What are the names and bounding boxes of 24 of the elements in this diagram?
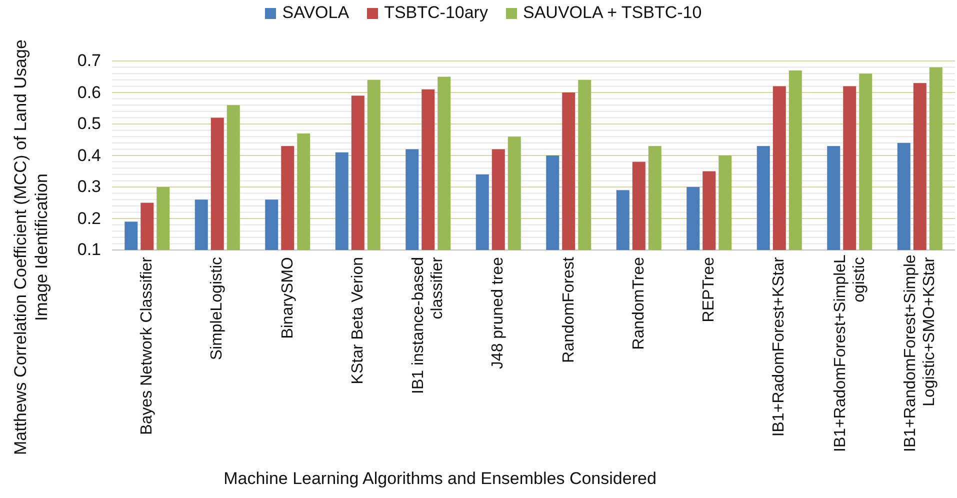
tick-label: 0.3	[77, 177, 101, 197]
tick-label: 0.7	[77, 51, 101, 71]
axis-title: Machine Learning Algorithms and Ensembles Considered	[222, 469, 658, 489]
category-label: REPTree	[700, 257, 719, 324]
tick-label: 0.4	[77, 146, 101, 166]
legend-label: TSBTC-10ary	[384, 3, 488, 23]
axis-title: Matthews Correlation Coefficient (MCC) of Land Usage Image Identification	[10, 38, 52, 457]
category-label: J48 pruned tree	[488, 257, 508, 372]
category-label: RandomForest	[559, 257, 578, 365]
category-label: IB1+RandomForest+Simple Logistic+SMO+KStar	[900, 257, 939, 452]
category-label: SimpleLogistic	[208, 257, 227, 362]
category-label: BinarySMO	[278, 257, 298, 341]
legend-label: SAVOLA	[282, 3, 350, 23]
category-label: KStar Beta Verion	[348, 257, 368, 386]
tick-label: 0.1	[77, 240, 101, 260]
tick-label: 0.5	[77, 114, 101, 134]
tick-label: 0.6	[77, 82, 101, 102]
category-label: IB1 instance-based classifier	[409, 257, 448, 396]
category-label: IB1+RadomForest+SimpleL ogistic	[830, 257, 869, 452]
legend-label: SAUVOLA + TSBTC-10	[522, 3, 702, 23]
category-label: RandomTree	[629, 257, 648, 352]
tick-label: 0.2	[77, 208, 101, 228]
category-label: Bayes Network Classifier	[138, 257, 157, 437]
category-label: IB1+RadomForest+KStar	[770, 257, 789, 439]
